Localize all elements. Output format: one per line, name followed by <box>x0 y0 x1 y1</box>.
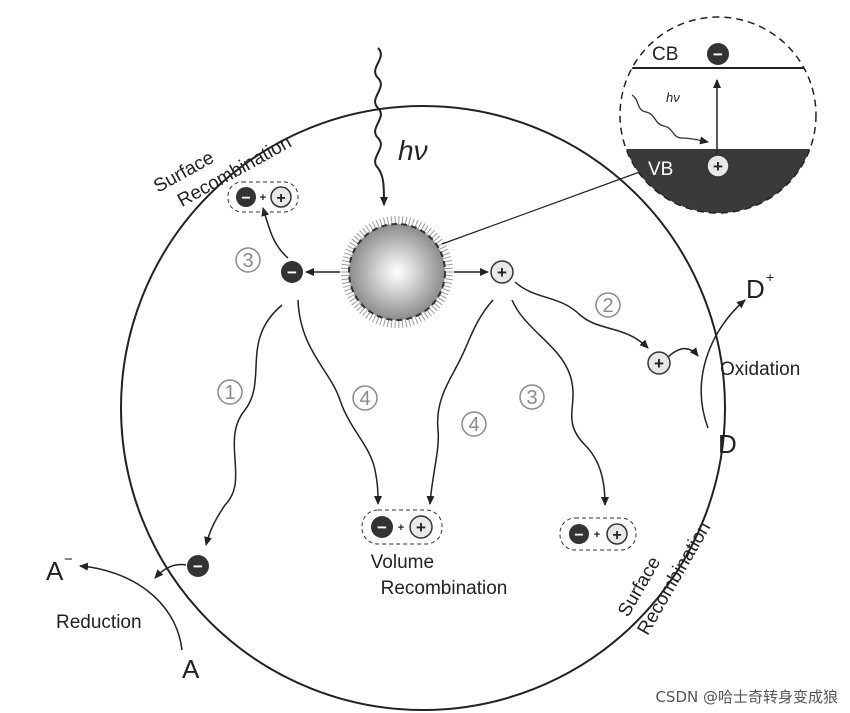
pair-volume: − + + <box>361 509 443 545</box>
reduction-label: Reduction <box>56 612 142 633</box>
inset-photon-label: hν <box>666 90 680 105</box>
electron-transfer-arrow <box>154 563 187 579</box>
acceptor-reduced-label: A <box>46 556 64 586</box>
pathway-oxidation-hole <box>514 281 649 349</box>
hole-transfer-arrow <box>667 347 699 358</box>
surface-electron: − <box>187 555 209 577</box>
hole-carrier: + <box>490 260 514 284</box>
pair-surface-bottom: − + + <box>559 517 637 551</box>
svg-text:+: + <box>416 518 426 537</box>
svg-text:+: + <box>260 192 266 204</box>
reduction-arrow <box>79 562 183 651</box>
pathway-volume-electron <box>297 299 382 505</box>
svg-text:+: + <box>398 522 404 534</box>
pathway-number-3-right: 3 <box>519 384 545 410</box>
svg-text:−: − <box>193 557 203 576</box>
svg-text:+: + <box>713 157 723 176</box>
donor-oxidized-label: D <box>746 274 765 304</box>
band-diagram-inset: CB VB hν − + <box>619 16 817 214</box>
donor-oxidized-sup: + <box>766 269 774 285</box>
svg-text:3: 3 <box>242 250 253 272</box>
oxidation-label: Oxidation <box>720 359 800 380</box>
svg-text:+: + <box>276 190 285 207</box>
svg-text:+: + <box>654 354 664 373</box>
svg-text:4: 4 <box>359 388 370 410</box>
pathway-surface-recombination-right <box>511 299 609 506</box>
pathway-number-4-right: 4 <box>461 411 487 437</box>
svg-text:−: − <box>377 518 387 537</box>
excitation-center <box>341 216 453 328</box>
svg-text:−: − <box>287 263 297 282</box>
electron-carrier: − <box>281 261 303 283</box>
watermark: CSDN @哈士奇转身变成狼 <box>655 688 838 706</box>
pathway-volume-hole <box>426 299 494 505</box>
svg-text:3: 3 <box>526 387 537 409</box>
pathway-number-4-left: 4 <box>352 385 378 411</box>
svg-text:1: 1 <box>224 382 235 404</box>
pathway-number-1: 1 <box>217 379 243 405</box>
surface-recombination-label-bottom: Surface Recombination <box>611 505 715 638</box>
photon-label: hν <box>398 135 428 166</box>
svg-text:+: + <box>612 527 621 544</box>
pathway-reduction-electron <box>204 304 283 546</box>
svg-text:+: + <box>594 529 600 541</box>
pathway-number-3-left: 3 <box>235 247 261 273</box>
oxidation-arrow <box>700 299 746 429</box>
svg-text:4: 4 <box>468 414 479 436</box>
donor-label: D <box>718 429 737 459</box>
pair-surface-top: − + + <box>227 181 299 213</box>
volume-recombination-label: Volume Recombination <box>371 552 508 599</box>
svg-text:+: + <box>497 263 507 282</box>
svg-text:−: − <box>713 45 723 64</box>
inset-photon-wave <box>631 94 709 145</box>
inset-hole <box>706 154 730 178</box>
vb-label: VB <box>648 159 673 180</box>
pathway-number-2: 2 <box>595 292 621 318</box>
cb-label: CB <box>652 44 678 65</box>
semiconductor-particle <box>120 105 726 711</box>
svg-text:−: − <box>574 527 583 544</box>
surface-hole: + <box>647 351 671 375</box>
acceptor-reduced-sup: − <box>64 551 73 568</box>
svg-text:−: − <box>241 190 250 207</box>
svg-text:2: 2 <box>602 295 613 317</box>
photon-wave <box>374 47 388 206</box>
inset-electron <box>707 43 729 65</box>
pathway-surface-recombination-left <box>261 207 289 259</box>
acceptor-label: A <box>182 654 200 684</box>
